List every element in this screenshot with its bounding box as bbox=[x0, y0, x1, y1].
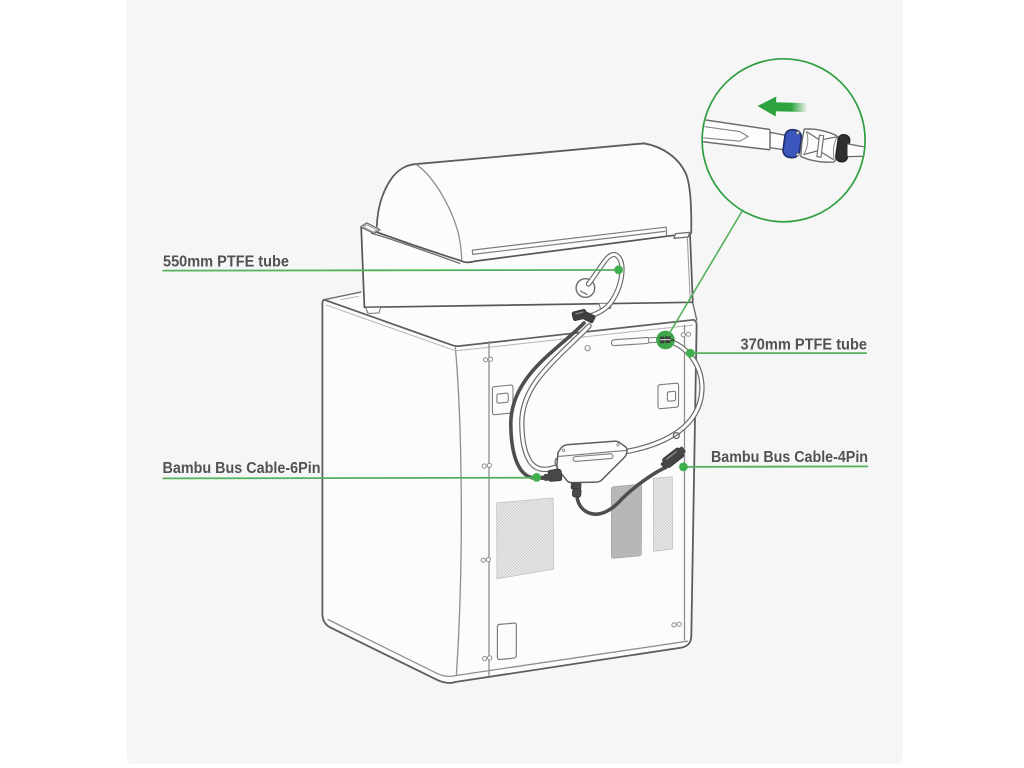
svg-text:Bambu Bus Cable-4Pin: Bambu Bus Cable-4Pin bbox=[711, 449, 868, 466]
svg-text:550mm PTFE tube: 550mm PTFE tube bbox=[163, 254, 289, 271]
svg-text:Bambu Bus Cable-6Pin: Bambu Bus Cable-6Pin bbox=[163, 460, 321, 477]
svg-text:370mm PTFE tube: 370mm PTFE tube bbox=[741, 337, 868, 354]
